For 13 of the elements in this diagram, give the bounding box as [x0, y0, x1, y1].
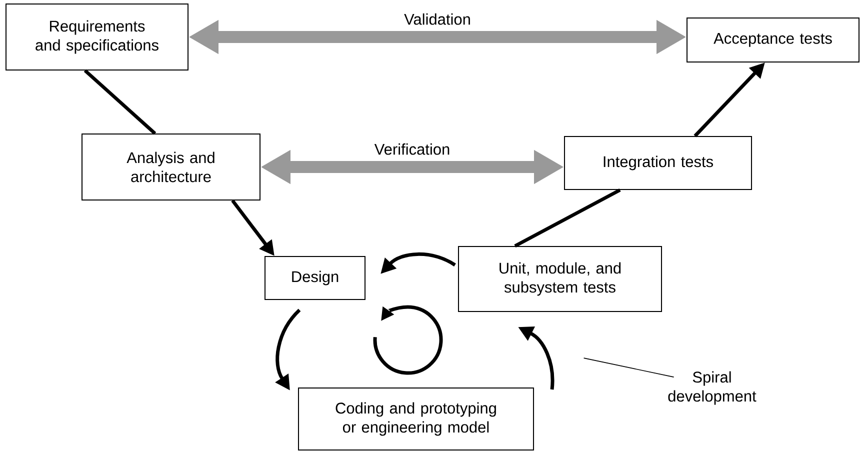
annotation-text: Spiral development	[668, 371, 756, 405]
process-box: Integration tests	[564, 136, 752, 190]
leader-line	[583, 358, 674, 378]
process-box: Analysis and architecture	[82, 134, 260, 200]
connector-line	[514, 188, 621, 248]
process-box: Design	[264, 256, 366, 300]
process-box: Unit, module, and subsystem tests	[458, 246, 662, 312]
process-box: Requirements and specifications	[6, 4, 188, 70]
connector-line	[84, 69, 156, 135]
edge-label: Validation	[404, 13, 470, 25]
process-box: Acceptance tests	[686, 18, 860, 62]
edge-label: Verification	[374, 143, 450, 155]
process-box: Coding and prototyping or engineering model	[298, 388, 534, 450]
